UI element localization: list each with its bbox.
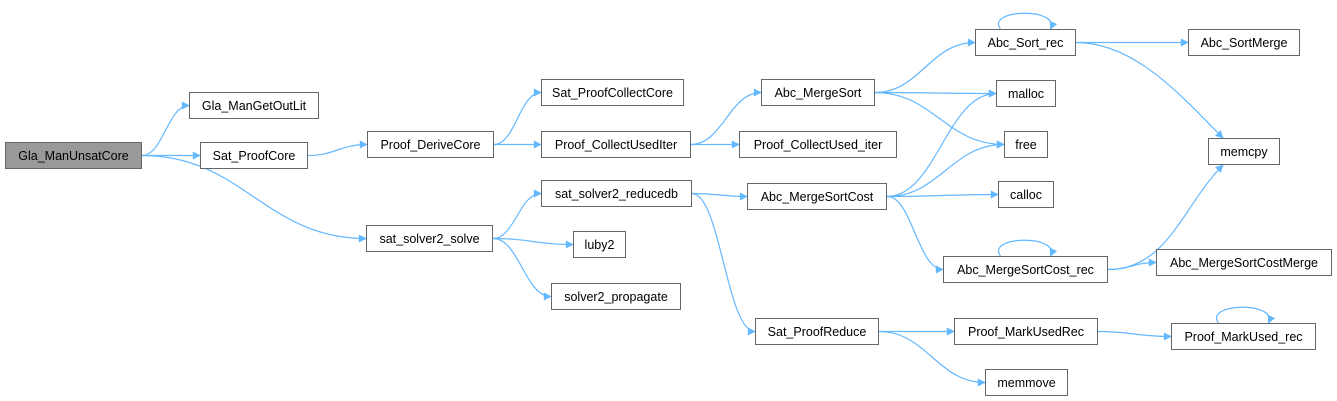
edge-abc-sort-rec-to-abc-sort-rec (997, 12, 1058, 30)
node-solver2-propagate[interactable]: solver2_propagate (551, 283, 681, 310)
edge-sat-solver2-reducedb-to-abc-mergesortcost (691, 192, 748, 201)
node-memmove[interactable]: memmove (985, 369, 1068, 396)
node-sat-solver2-solve[interactable]: sat_solver2_solve (366, 225, 493, 252)
edge-gla-manunsatcore-to-sat-solver2-solve (141, 154, 367, 243)
node-malloc[interactable]: malloc (996, 80, 1056, 107)
node-luby2[interactable]: luby2 (573, 231, 626, 258)
edge-proof-collectusediter-to-abc-mergesort (690, 88, 762, 146)
edge-abc-mergesortcost-rec-to-abc-mergesortcost-rec (997, 239, 1058, 257)
edge-gla-manunsatcore-to-gla-mangetoutlit (141, 101, 190, 157)
edge-sat-proofreduce-to-memmove (878, 330, 986, 387)
node-sat-proofreduce[interactable]: Sat_ProofReduce (755, 318, 879, 345)
node-abc-mergesort[interactable]: Abc_MergeSort (761, 79, 875, 106)
edge-abc-mergesort-to-malloc (874, 89, 997, 98)
node-sat-proofcollectcore[interactable]: Sat_ProofCollectCore (541, 79, 684, 106)
node-proof-markusedrec[interactable]: Proof_MarkUsedRec (954, 318, 1098, 345)
node-abc-mergesortcostmerge[interactable]: Abc_MergeSortCostMerge (1156, 249, 1332, 276)
node-proof-derivecore[interactable]: Proof_DeriveCore (367, 131, 494, 158)
edge-abc-mergesortcost-rec-to-abc-mergesortcostmerge (1107, 258, 1157, 271)
node-abc-mergesortcost-rec[interactable]: Abc_MergeSortCost_rec (943, 256, 1108, 283)
edge-proof-markused-rec-to-proof-markused-rec (1215, 306, 1276, 324)
node-proof-markused-rec[interactable]: Proof_MarkUsed_rec (1171, 323, 1316, 350)
edge-sat-solver2-reducedb-to-sat-proofreduce (691, 192, 756, 336)
edge-sat-solver2-solve-to-luby2 (492, 237, 574, 249)
edge-proof-markusedrec-to-proof-markused-rec (1097, 330, 1172, 341)
edge-proof-derivecore-to-sat-proofcollectcore (493, 88, 542, 146)
node-proof-collectusediter[interactable]: Proof_CollectUsedIter (541, 131, 691, 158)
node-memcpy[interactable]: memcpy (1208, 138, 1280, 165)
edge-sat-solver2-solve-to-solver2-propagate (492, 237, 552, 301)
node-abc-mergesortcost[interactable]: Abc_MergeSortCost (747, 183, 887, 210)
edge-sat-solver2-solve-to-sat-solver2-reducedb (492, 189, 542, 240)
edge-abc-mergesortcost-to-calloc (886, 190, 999, 199)
node-sat-solver2-reducedb[interactable]: sat_solver2_reducedb (541, 180, 692, 207)
node-abc-sortmerge[interactable]: Abc_SortMerge (1188, 29, 1300, 56)
node-gla-mangetoutlit[interactable]: Gla_ManGetOutLit (189, 92, 319, 119)
edge-abc-sort-rec-to-memcpy (1075, 41, 1224, 139)
edge-abc-mergesort-to-free (874, 91, 1005, 149)
edge-abc-mergesort-to-abc-sort-rec (874, 38, 976, 94)
edge-abc-mergesortcost-to-abc-mergesortcost-rec (886, 195, 944, 274)
node-sat-proofcore[interactable]: Sat_ProofCore (200, 142, 308, 169)
edge-sat-proofcore-to-proof-derivecore (307, 140, 368, 157)
edge-abc-mergesortcost-to-free (886, 140, 1005, 198)
node-free[interactable]: free (1004, 131, 1048, 158)
node-abc-sort-rec[interactable]: Abc_Sort_rec (975, 29, 1076, 56)
node-gla-manunsatcore[interactable]: Gla_ManUnsatCore (5, 142, 142, 169)
node-proof-collectused-iter[interactable]: Proof_CollectUsed_iter (739, 131, 897, 158)
edge-abc-mergesortcost-to-malloc (886, 89, 997, 198)
node-calloc[interactable]: calloc (998, 181, 1054, 208)
